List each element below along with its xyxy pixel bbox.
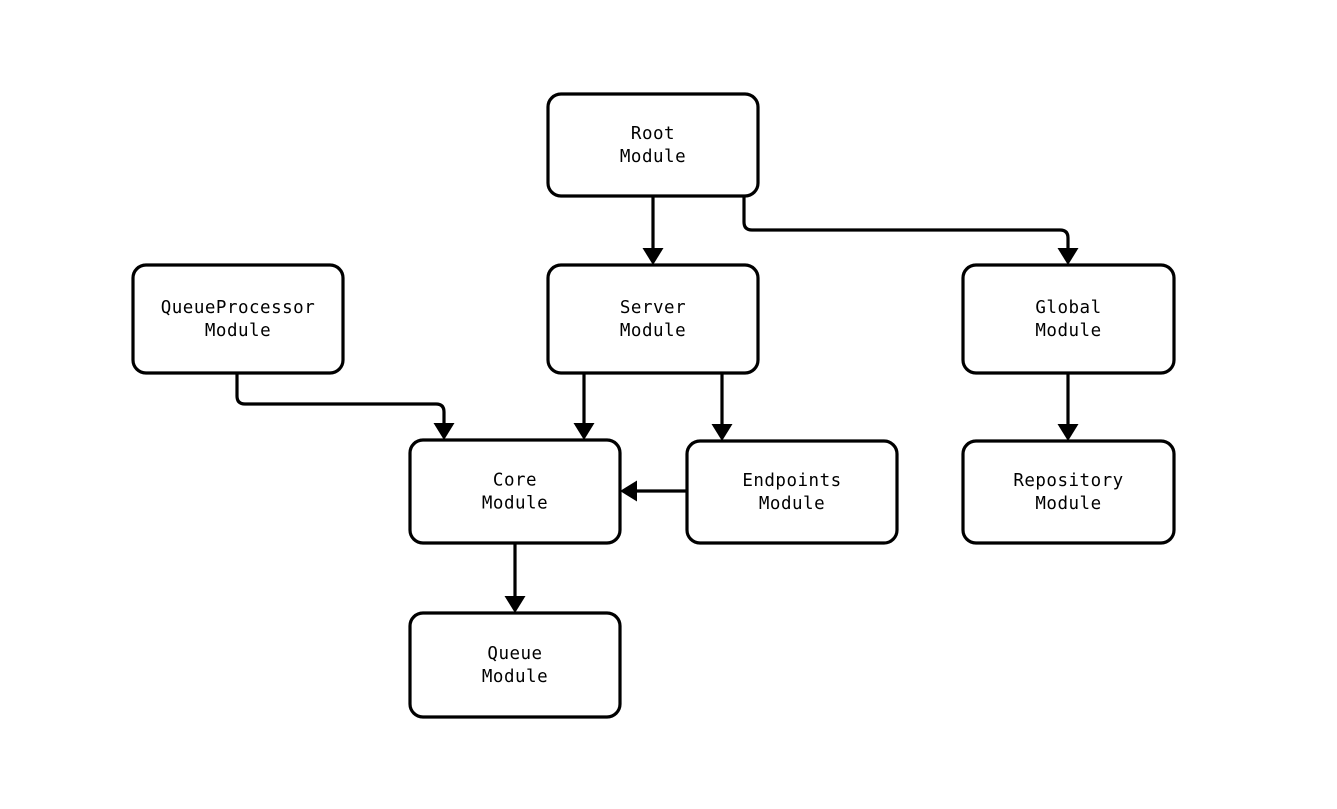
node-box[interactable] xyxy=(961,439,1176,545)
node-label-line1: Root xyxy=(631,124,675,144)
arrow-head-icon xyxy=(573,423,595,440)
node-box[interactable] xyxy=(546,92,760,198)
edge-core-to-queue xyxy=(504,543,526,613)
node-label-line2: Module xyxy=(1035,494,1101,514)
node-label-line1: Endpoints xyxy=(742,471,841,491)
node-label-line2: Module xyxy=(1035,321,1101,341)
node-label-line1: Queue xyxy=(487,644,542,664)
node-label-line1: QueueProcessor xyxy=(161,298,316,318)
node-box[interactable] xyxy=(685,439,899,545)
edge-server-to-core xyxy=(573,373,595,440)
edge-queueprocessor-to-core xyxy=(235,373,455,440)
node-label-line2: Module xyxy=(620,321,686,341)
node-label-line2: Module xyxy=(620,147,686,167)
node-label-line1: Core xyxy=(493,471,537,491)
node-label-line2: Module xyxy=(759,494,825,514)
edge-root-to-global xyxy=(742,196,1079,265)
node-label-line2: Module xyxy=(205,321,271,341)
edge-root-to-server xyxy=(642,196,664,265)
arrow-head-icon xyxy=(433,423,455,440)
edge-server-to-endpoints xyxy=(711,373,733,441)
node-label-line1: Global xyxy=(1035,298,1101,318)
arrow-head-icon xyxy=(642,248,664,265)
node-box[interactable] xyxy=(546,263,760,375)
node-label-line2: Module xyxy=(482,494,548,514)
node-box[interactable] xyxy=(408,611,622,719)
node-box[interactable] xyxy=(961,263,1176,375)
arrow-head-icon xyxy=(1057,424,1079,441)
edge-endpoints-to-core xyxy=(620,480,687,502)
arrow-head-icon xyxy=(504,596,526,613)
node-label-line1: Repository xyxy=(1013,471,1123,491)
arrow-head-icon xyxy=(711,424,733,441)
arrow-head-icon xyxy=(620,480,637,502)
edge-global-to-repository xyxy=(1057,373,1079,441)
edges-layer xyxy=(235,196,1079,613)
edge-line xyxy=(235,373,446,423)
arrow-head-icon xyxy=(1057,248,1079,265)
node-label-line2: Module xyxy=(482,667,548,687)
edge-line xyxy=(742,196,1070,248)
node-label-line1: Server xyxy=(620,298,686,318)
node-box[interactable] xyxy=(408,438,622,545)
node-box[interactable] xyxy=(131,263,345,375)
